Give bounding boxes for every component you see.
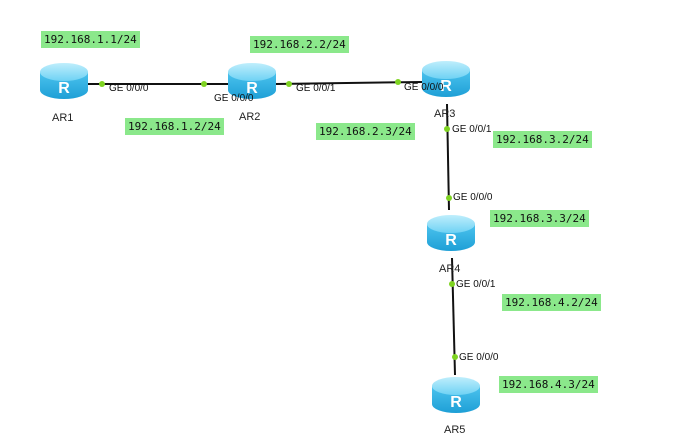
svg-text:R: R	[246, 80, 258, 97]
ip-label-ar4-ge000: 192.168.3.3/24	[490, 210, 589, 227]
port-dot[interactable]	[99, 81, 105, 87]
router-icon[interactable]: R	[422, 61, 470, 97]
port-label-ar1-ge000: GE 0/0/0	[109, 83, 149, 94]
ip-label-ar2-ge000: 192.168.1.2/24	[125, 118, 224, 135]
ip-label-ar1-ge000: 192.168.1.1/24	[41, 31, 140, 48]
port-dot[interactable]	[201, 81, 207, 87]
ip-label-ar4-ge001: 192.168.4.2/24	[502, 294, 601, 311]
port-label-ar3-ge000: GE 0/0/0	[404, 82, 444, 93]
port-label-ar3-ge001: GE 0/0/1	[452, 124, 492, 135]
svg-text:R: R	[58, 80, 70, 97]
port-label-ar5-ge000: GE 0/0/0	[459, 352, 499, 363]
svg-text:R: R	[440, 78, 452, 95]
ip-label-ar2-ge001: 192.168.2.2/24	[250, 36, 349, 53]
port-label-ar4-ge001: GE 0/0/1	[456, 279, 496, 290]
ip-label-ar5-ge000: 192.168.4.3/24	[499, 376, 598, 393]
port-dot[interactable]	[286, 81, 292, 87]
router-icon[interactable]: R	[432, 377, 480, 413]
ip-label-ar3-ge001: 192.168.3.2/24	[493, 131, 592, 148]
router-icon[interactable]: R	[427, 215, 475, 251]
port-dot[interactable]	[395, 79, 401, 85]
port-dot[interactable]	[446, 195, 452, 201]
svg-text:R: R	[445, 232, 457, 249]
port-dot[interactable]	[444, 126, 450, 132]
ip-label-ar3-ge000: 192.168.2.3/24	[316, 123, 415, 140]
link-ar3-ar4[interactable]	[446, 103, 450, 211]
router-name-ar2: AR2	[239, 111, 261, 123]
svg-text:R: R	[450, 394, 462, 411]
router-name-ar5: AR5	[444, 424, 466, 436]
port-dot[interactable]	[452, 354, 458, 360]
router-icon[interactable]: R	[40, 63, 88, 99]
router-name-ar4: AR4	[439, 263, 461, 275]
port-label-ar4-ge000: GE 0/0/0	[453, 192, 493, 203]
port-dot[interactable]	[449, 281, 455, 287]
port-label-ar2-ge000: GE 0/0/0	[214, 93, 254, 104]
port-label-ar2-ge001: GE 0/0/1	[296, 83, 336, 94]
router-name-ar1: AR1	[52, 112, 74, 124]
router-name-ar3: AR3	[434, 108, 456, 120]
router-icon[interactable]: R	[228, 63, 276, 99]
